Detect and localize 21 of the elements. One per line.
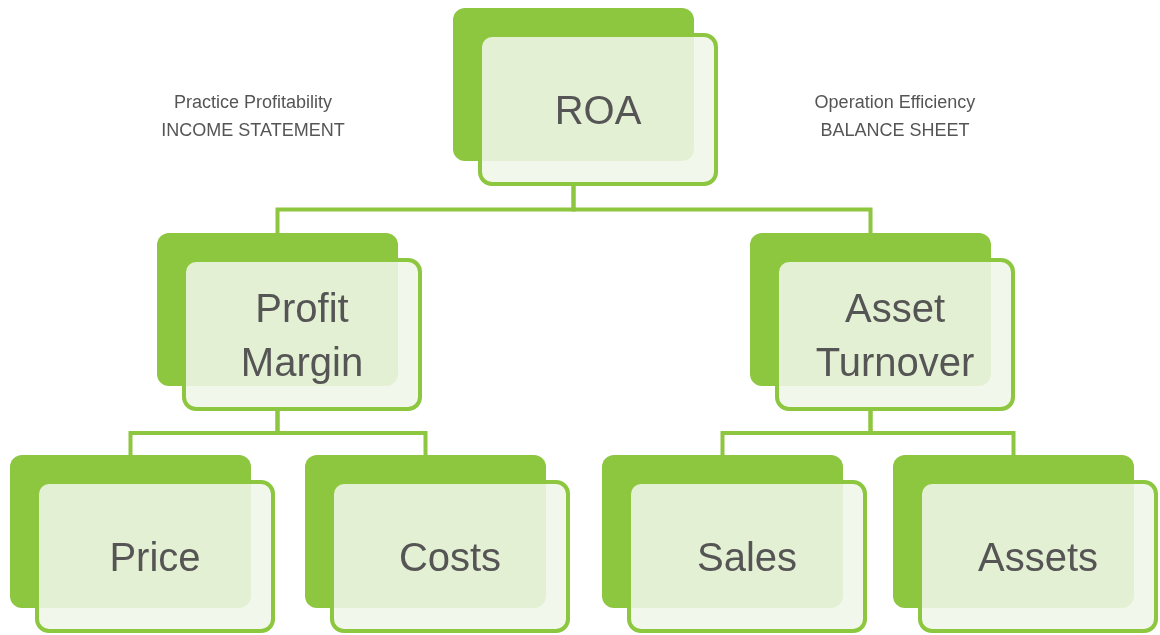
annotation-text: Operation Efficiency bbox=[813, 91, 977, 114]
annotation-text: Practice Profitability bbox=[172, 91, 334, 114]
process-card bbox=[750, 233, 1015, 411]
connector-line bbox=[868, 411, 1016, 455]
annotation-text: INCOME STATEMENT bbox=[160, 119, 346, 142]
process-card bbox=[453, 8, 718, 186]
process-card bbox=[157, 233, 422, 411]
process-card bbox=[602, 455, 867, 633]
connector-line bbox=[571, 186, 873, 233]
node-label: Sales bbox=[627, 480, 867, 633]
process-card bbox=[10, 455, 275, 633]
node-label: Price bbox=[35, 480, 275, 633]
node-label: Costs bbox=[330, 480, 570, 633]
node-label: Assets bbox=[918, 480, 1158, 633]
node-label: Asset Turnover bbox=[775, 258, 1015, 411]
node-label: Profit Margin bbox=[182, 258, 422, 411]
annotation-text: BALANCE SHEET bbox=[819, 119, 971, 142]
process-card bbox=[893, 455, 1158, 633]
process-card bbox=[305, 455, 570, 633]
node-label: ROA bbox=[478, 33, 718, 186]
connector-line bbox=[275, 411, 428, 455]
